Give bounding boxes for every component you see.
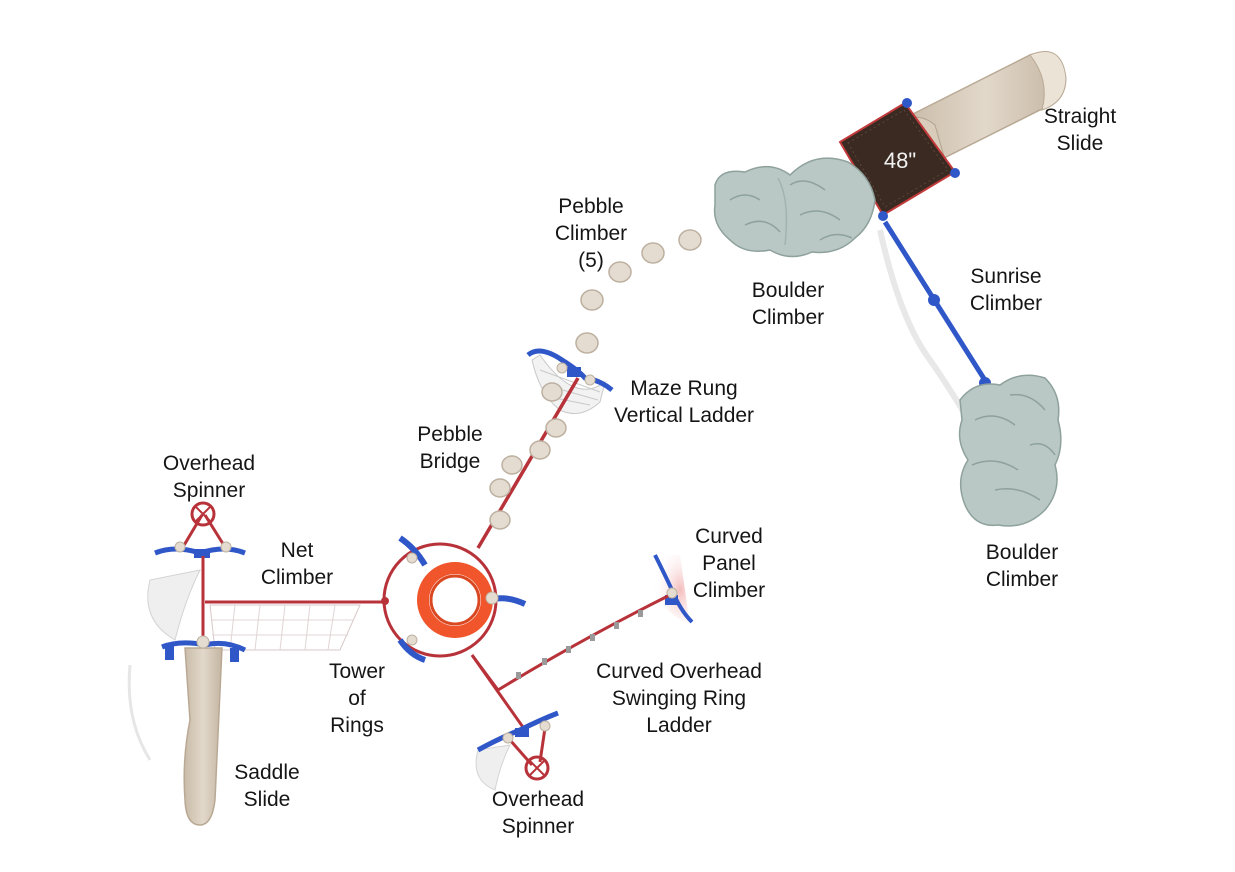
saddle-slide <box>127 635 247 826</box>
pebble-bridge <box>476 377 580 549</box>
boulder-climber-bottom <box>958 374 1062 527</box>
boulder-climber-top <box>713 157 876 258</box>
platform-height: 48" <box>884 148 916 173</box>
pebble-climber <box>575 229 702 354</box>
overhead-spinner-bottom <box>475 710 559 791</box>
curved-overhead-ring-ladder <box>470 594 669 731</box>
net-climber <box>201 556 385 651</box>
maze-rung-ladder <box>526 348 614 415</box>
curved-panel-climber <box>651 554 694 625</box>
tower-of-rings <box>381 535 527 663</box>
overhead-spinner-left <box>147 501 246 641</box>
